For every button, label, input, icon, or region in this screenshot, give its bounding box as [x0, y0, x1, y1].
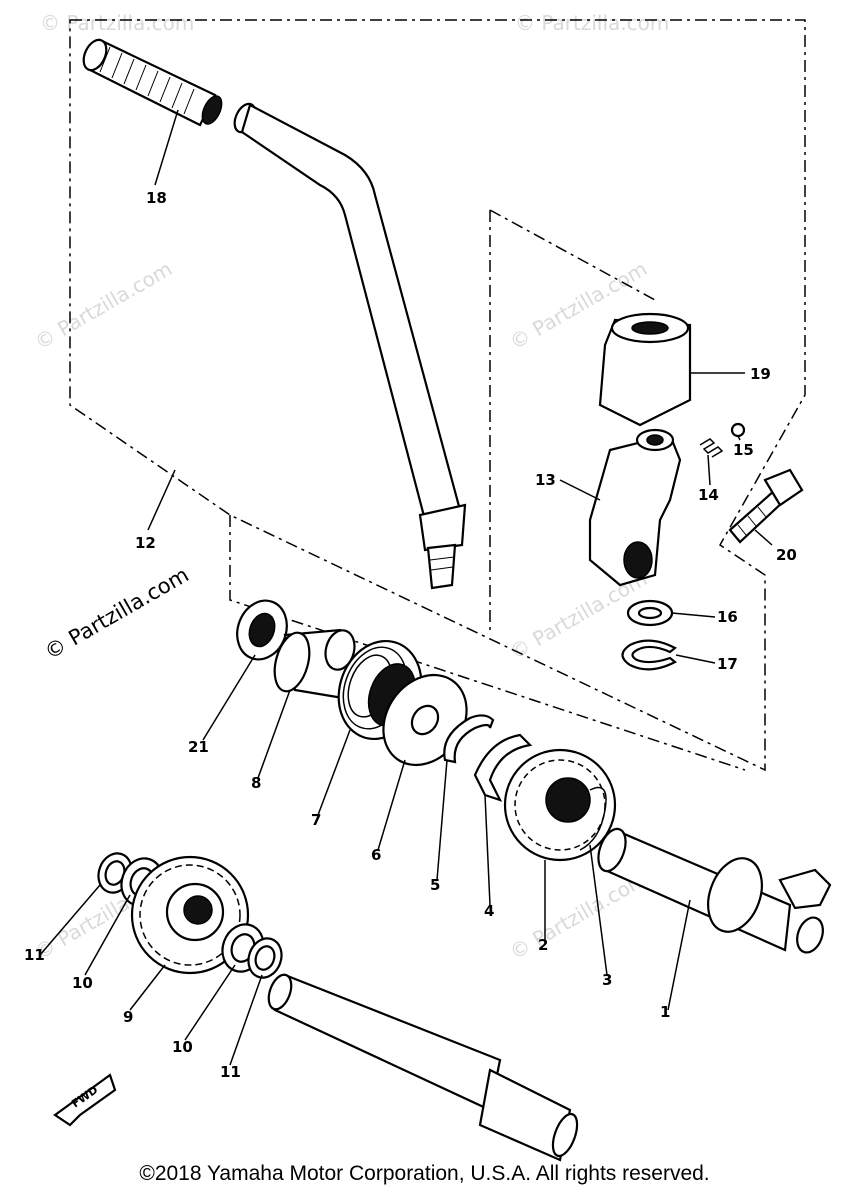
pinch-bolt — [728, 468, 804, 544]
callout-19: 19 — [750, 365, 771, 383]
callout-9: 9 — [123, 1008, 133, 1026]
callout-21: 21 — [188, 738, 209, 756]
spring-guide — [273, 628, 357, 702]
watermark-top-right: © Partzilla.com — [515, 11, 669, 35]
callout-8: 8 — [251, 774, 261, 792]
arm-boundary — [489, 209, 656, 630]
callout-16: 16 — [717, 608, 738, 626]
callout-3: 3 — [602, 971, 612, 989]
copyright-notice: ©2018 Yamaha Motor Corporation, U.S.A. A… — [139, 1162, 710, 1185]
idler-circlip-right — [247, 937, 283, 979]
shaft-boundary — [229, 515, 746, 771]
assembly-boundary — [69, 19, 806, 772]
kick-axle — [597, 827, 832, 954]
callout-10-left: 10 — [72, 974, 93, 992]
callout-15: 15 — [733, 441, 754, 459]
callout-7: 7 — [311, 811, 321, 829]
kick-lever — [233, 102, 467, 590]
callout-17: 17 — [717, 655, 738, 673]
callout-11-left: 11 — [24, 946, 45, 964]
kick-arm — [588, 428, 682, 587]
watermark-top-left: © Partzilla.com — [40, 11, 194, 35]
clip-spring — [579, 786, 607, 851]
callout-12: 12 — [135, 534, 156, 552]
callout-18: 18 — [146, 189, 167, 207]
kick-grip — [82, 38, 223, 127]
oil-seal — [236, 599, 288, 661]
callout-5: 5 — [430, 876, 440, 894]
plain-washer — [626, 599, 674, 627]
watermark-mid-left: © Partzilla.com — [31, 256, 177, 354]
watermark-bold: © Partzilla.com — [41, 563, 193, 665]
callout-13: 13 — [535, 471, 556, 489]
callout-6: 6 — [371, 846, 381, 864]
idler-gear — [130, 855, 250, 975]
forward-arrow: FWD — [53, 1073, 117, 1127]
kick-clip — [473, 733, 533, 802]
callout-14: 14 — [698, 486, 719, 504]
callout-4: 4 — [484, 902, 494, 920]
kick-gear — [503, 748, 617, 862]
main-axle — [267, 973, 579, 1162]
callouts: 1 2 3 4 5 6 7 8 9 10 10 11 11 12 13 14 1… — [24, 189, 797, 1081]
callout-1: 1 — [660, 1003, 670, 1021]
callout-2: 2 — [538, 936, 548, 954]
shaft-circlip — [443, 714, 495, 764]
arm-circlip — [621, 639, 678, 671]
lever-boot — [598, 312, 692, 427]
detent-spring — [699, 438, 724, 458]
callout-10-right: 10 — [172, 1038, 193, 1056]
callout-20: 20 — [776, 546, 797, 564]
detent-ball — [730, 422, 746, 438]
leader-lines — [39, 109, 773, 1066]
callout-11-right: 11 — [220, 1063, 241, 1081]
